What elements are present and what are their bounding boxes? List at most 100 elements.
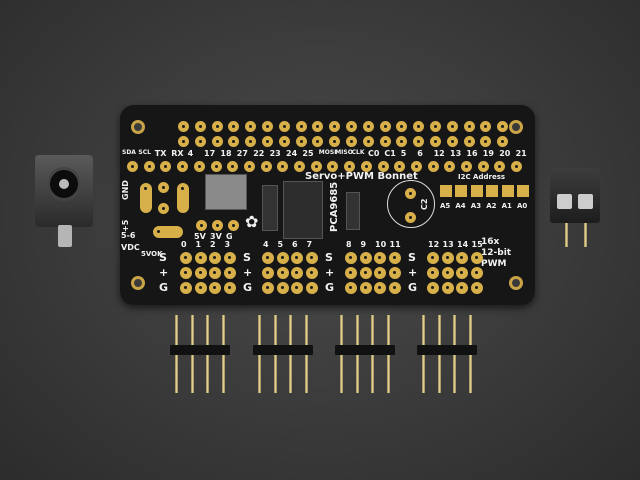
breakout-pad [160, 161, 172, 172]
servo-pad [305, 282, 318, 294]
gpio-label: 6 [417, 149, 423, 158]
gpio-header-pad [362, 121, 374, 132]
servo-pad [262, 252, 274, 264]
servo-row-label: + [243, 266, 253, 279]
gpio-label: 21 [515, 149, 527, 158]
breakout-pad [243, 161, 255, 172]
servo-pad [194, 282, 207, 294]
rail-label: G [226, 232, 233, 241]
servo-pad [441, 267, 454, 279]
i2c-jumper-pad [486, 185, 499, 197]
i2c-jumper-pad [470, 185, 483, 197]
breakout-pad [193, 161, 205, 172]
voltage-regulator [205, 174, 247, 210]
gpio-header-pad [446, 121, 458, 132]
capacitor-c2-outline [387, 180, 435, 228]
feature-text: 12-bit [481, 248, 512, 258]
servo-row-label: + [159, 266, 169, 279]
servo-row-label: + [408, 266, 418, 279]
pca9685-chip [283, 181, 323, 239]
servo-pad [427, 282, 439, 294]
voltage-range-label: 5-6 [121, 231, 136, 240]
gpio-label: TX [154, 149, 167, 158]
gnd-label: GND [121, 180, 130, 200]
power-pad [140, 183, 152, 213]
gpio-header-pad [396, 136, 408, 147]
rail-pad [196, 220, 207, 231]
servo-pad [470, 267, 483, 279]
servo-pad [305, 252, 318, 264]
rail-label: 5V [194, 232, 206, 241]
gpio-header-pad [295, 121, 307, 132]
board-title: Servo+PWM Bonnet [305, 171, 418, 182]
gpio-header-pad [178, 136, 189, 147]
servo-row-label: G [159, 281, 169, 294]
gpio-label: 12 [433, 149, 445, 158]
power-pad [158, 182, 169, 193]
mounting-hole [131, 120, 145, 134]
gpio-header-pad [396, 121, 408, 132]
servo-row-label: + [325, 266, 335, 279]
breakout-pad [377, 161, 389, 172]
gpio-header-pad [295, 136, 307, 147]
vdc-label: VDC [121, 243, 140, 252]
servo-channel-label: 8 [346, 240, 352, 249]
i2c-pad-label: A4 [455, 202, 466, 210]
dc-jack-tab [58, 225, 72, 247]
servo-pad [359, 282, 372, 294]
servo-pad [291, 282, 303, 294]
servo-pad [427, 267, 439, 279]
gpio-header-pad [245, 136, 257, 147]
vok-label: 5VOK [141, 250, 163, 258]
gpio-header-pad [413, 136, 425, 147]
capacitor-pad [405, 188, 416, 199]
servo-pad [305, 267, 318, 279]
gpio-header-pad [463, 136, 475, 147]
servo-pad [209, 267, 221, 279]
servo-pad [262, 282, 274, 294]
servo-pad [374, 252, 386, 264]
servo-pad [345, 282, 357, 294]
gpio-header-pad [228, 136, 240, 147]
jack-pin [59, 179, 69, 189]
servo-channel-label: 12 [428, 240, 440, 249]
gpio-header-pad [211, 121, 223, 132]
dc-barrel-jack [35, 155, 93, 227]
gpio-label: C1 [384, 149, 396, 158]
gpio-label: 27 [236, 149, 248, 158]
gpio-header-pad [463, 121, 475, 132]
gpio-header-pad [430, 136, 441, 147]
servo-pad [456, 282, 468, 294]
servo-channel-label: 15 [471, 240, 483, 249]
i2c-jumper-pad [517, 185, 529, 197]
rail-label: 3V [210, 232, 222, 241]
breakout-pad [427, 161, 439, 172]
gpio-label: 22 [253, 149, 265, 158]
servo-pad [345, 252, 357, 264]
gpio-header-pad [346, 136, 357, 147]
servo-pad [180, 267, 192, 279]
i2c-jumper-pad [455, 185, 468, 197]
servo-channel-label: 14 [457, 240, 469, 249]
servo-channel-label: 11 [389, 240, 401, 249]
breakout-pad [444, 161, 456, 172]
servo-channel-label: 3 [224, 240, 231, 249]
mounting-hole [131, 276, 145, 290]
servo-pad [223, 267, 236, 279]
header-plastic-strip [170, 345, 230, 355]
chip-label: PCA9685 [329, 181, 340, 232]
servo-pad [374, 267, 386, 279]
servo-channel-label: 5 [277, 240, 284, 249]
servo-channel-label: 2 [210, 240, 216, 249]
servo-pad [194, 267, 207, 279]
breakout-pad [360, 161, 372, 172]
servo-channel-label: 13 [442, 240, 454, 249]
servo-pad [180, 282, 192, 294]
screw-terminal-block [550, 168, 600, 223]
capacitor-label: C2 [420, 198, 429, 210]
gpio-label: 23 [269, 149, 281, 158]
gpio-label: 16 [466, 149, 478, 158]
feature-text: PWM [481, 259, 507, 269]
gpio-header-pad [497, 121, 509, 132]
gpio-label: 4 [187, 149, 194, 158]
